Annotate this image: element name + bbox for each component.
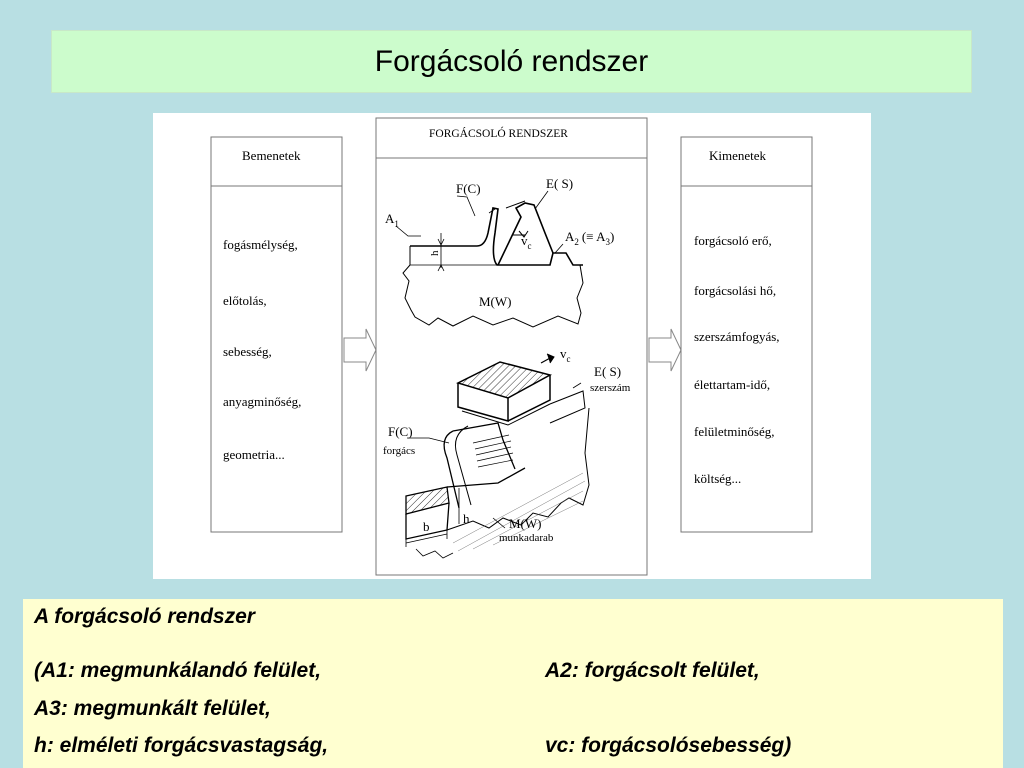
slide-title-bar: Forgácsoló rendszer <box>51 30 972 93</box>
upper-es-label: E( S) <box>546 176 573 191</box>
lower-munkadarab-label: munkadarab <box>499 532 554 544</box>
lower-szerszam-label: szerszám <box>590 382 631 394</box>
3d-view-labels: vc E( S) szerszám F(C) forgács h b M(W) … <box>383 346 631 544</box>
cross-section-labels: F(C) E( S) A1 A2(≡ A3) vc h M(W) <box>385 176 614 309</box>
lower-vc-label: vc <box>560 346 571 364</box>
cutting-cross-section <box>395 190 584 328</box>
input-arrow-icon <box>343 328 377 372</box>
slide-title: Forgácsoló rendszer <box>374 44 649 78</box>
cutting-system-diagram: Bemenetek fogásmélység, előtolás, sebess… <box>153 113 871 579</box>
output-item: felületminőség, <box>694 424 775 439</box>
upper-mw-label: M(W) <box>479 294 512 309</box>
outputs-box: Kimenetek forgácsoló erő, forgácsolási h… <box>680 136 813 533</box>
upper-fc-label: F(C) <box>456 181 481 196</box>
upper-a1-label: A1 <box>385 211 399 229</box>
caption-a1: (A1: megmunkálandó felület, <box>34 659 322 682</box>
output-item: élettartam-idő, <box>694 377 770 392</box>
inputs-box: Bemenetek fogásmélység, előtolás, sebess… <box>210 136 343 533</box>
lower-es-label: E( S) <box>594 364 621 379</box>
upper-a2-label: A2(≡ A3) <box>565 229 614 247</box>
outputs-header: Kimenetek <box>709 148 767 163</box>
caption-a2: A2: forgácsolt felület, <box>545 659 760 682</box>
upper-h-label: h <box>429 250 441 256</box>
lower-fc-label: F(C) <box>388 424 413 439</box>
lower-b-label: b <box>423 519 430 534</box>
upper-vc-label: vc <box>521 233 532 251</box>
caption-a3: A3: megmunkált felület, <box>34 697 271 720</box>
caption-box: A forgácsoló rendszer (A1: megmunkálandó… <box>23 599 1003 768</box>
caption-vc: vc: forgácsolósebesség) <box>545 734 792 757</box>
output-item: szerszámfogyás, <box>694 329 780 344</box>
input-item: sebesség, <box>223 344 272 359</box>
cutting-3d-view <box>405 353 590 559</box>
output-item: forgácsolási hő, <box>694 283 776 298</box>
input-item: anyagminőség, <box>223 394 301 409</box>
input-item: fogásmélység, <box>223 237 298 252</box>
system-box: FORGÁCSOLÓ RENDSZER <box>375 117 648 576</box>
output-arrow-icon <box>648 328 682 372</box>
caption-h: h: elméleti forgácsvastagság, <box>34 734 329 757</box>
lower-forgacs-label: forgács <box>383 445 415 457</box>
caption-title: A forgácsoló rendszer <box>34 605 255 628</box>
input-item: előtolás, <box>223 293 267 308</box>
system-header: FORGÁCSOLÓ RENDSZER <box>429 126 568 140</box>
input-item: geometria... <box>223 447 285 462</box>
output-item: forgácsoló erő, <box>694 233 772 248</box>
inputs-header: Bemenetek <box>242 148 301 163</box>
lower-h-label: h <box>463 511 470 526</box>
lower-mw-label: M(W) <box>509 516 542 531</box>
output-item: költség... <box>694 471 741 486</box>
